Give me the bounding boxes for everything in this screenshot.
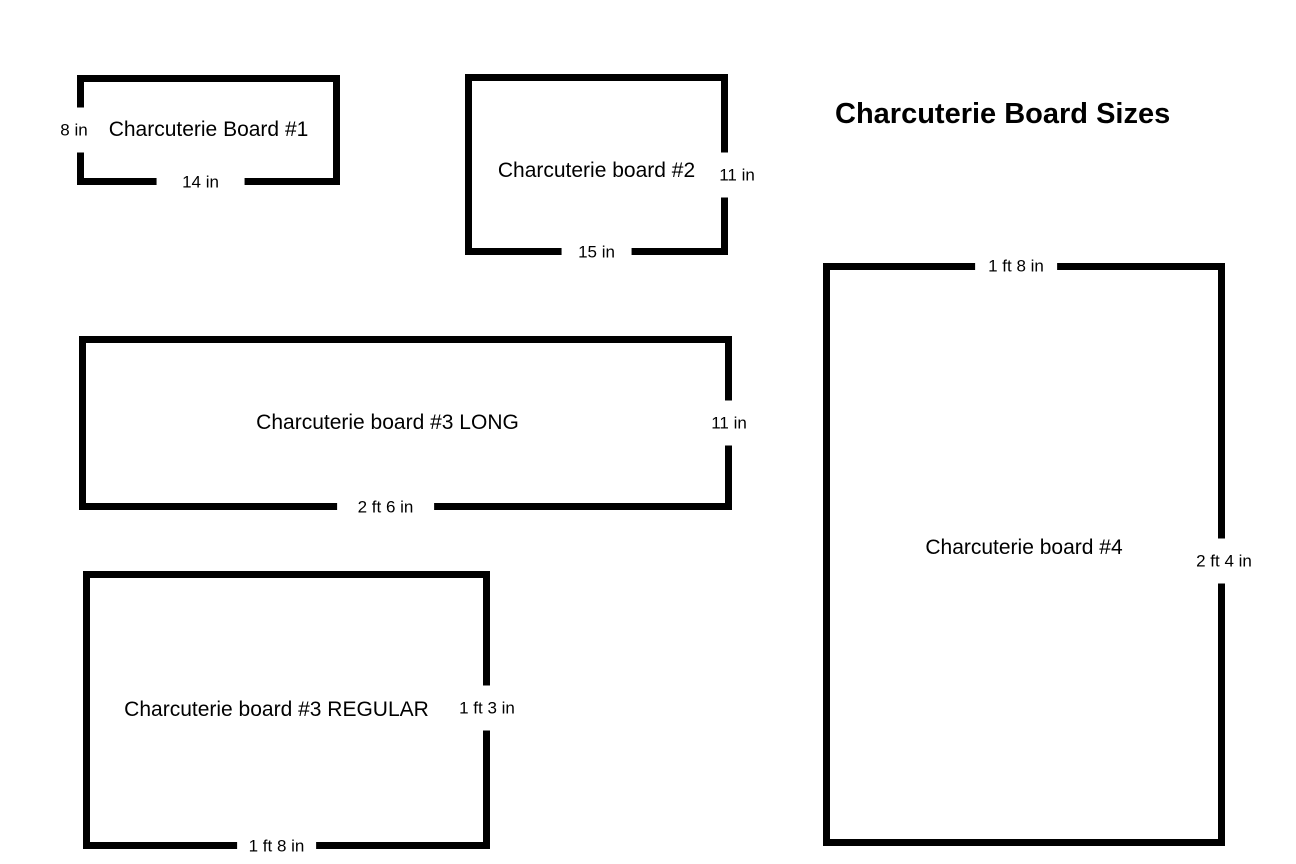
board-4-height-dimension: 2 ft 4 in xyxy=(1191,538,1257,583)
board-2-height-dimension: 11 in xyxy=(714,152,760,197)
board-2-label: Charcuterie board #2 xyxy=(491,158,702,183)
page-title: Charcuterie Board Sizes xyxy=(835,98,1171,130)
board-3-long-width-dimension: 2 ft 6 in xyxy=(336,498,435,516)
board-3-regular-outline: Charcuterie board #3 REGULAR 1 ft 3 in 1… xyxy=(83,571,520,855)
board-3-regular-width-dimension: 1 ft 8 in xyxy=(236,837,317,855)
board-1-outline: Charcuterie Board #1 8 in 14 in xyxy=(55,75,340,191)
board-2-outline: Charcuterie board #2 11 in 15 in xyxy=(465,74,760,261)
board-3-long-outline: Charcuterie board #3 LONG 11 in 2 ft 6 i… xyxy=(79,336,752,516)
board-3-regular-height-dimension: 1 ft 3 in xyxy=(454,685,520,731)
board-3-long-label: Charcuterie board #3 LONG xyxy=(250,411,525,435)
board-2-width-dimension: 15 in xyxy=(561,243,632,261)
board-4-width-dimension: 1 ft 8 in xyxy=(975,257,1057,275)
board-1-label: Charcuterie Board #1 xyxy=(102,118,315,142)
board-3-regular-label: Charcuterie board #3 REGULAR xyxy=(118,698,435,722)
board-1-width-dimension: 14 in xyxy=(156,173,245,191)
board-3-long-height-dimension: 11 in xyxy=(706,400,752,446)
board-4-outline: Charcuterie board #4 1 ft 8 in 2 ft 4 in xyxy=(823,257,1257,846)
board-4-label: Charcuterie board #4 xyxy=(919,535,1129,560)
board-1-height-dimension: 8 in xyxy=(55,107,93,153)
